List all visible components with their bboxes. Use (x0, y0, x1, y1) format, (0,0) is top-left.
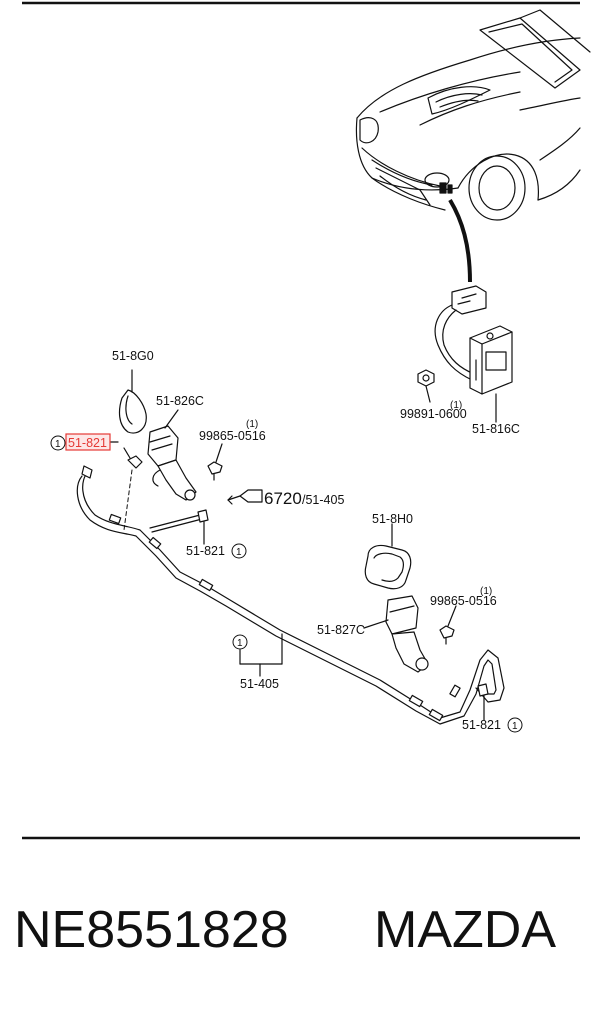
sensor-assembly-right (363, 523, 489, 721)
note-mark: 1 (512, 721, 518, 732)
note-mark: 1 (55, 439, 61, 450)
label-51-8h0: 51-8H0 (372, 512, 413, 526)
wire-harness-51-405 (76, 465, 505, 725)
label-99865-0516-upper: 99865-0516 (199, 429, 266, 443)
note-mark: 1 (237, 638, 243, 649)
label-51-405: 51-405 (240, 677, 279, 691)
note-mark: 1 (236, 547, 242, 558)
label-51-826c: 51-826C (156, 394, 204, 408)
note-circle (232, 634, 248, 650)
label-51-827c: 51-827C (317, 623, 365, 637)
callout-arrow (448, 198, 472, 283)
footer: NE8551828 MAZDA (0, 895, 600, 975)
note-circle (50, 435, 66, 451)
highlight-box (65, 433, 111, 451)
label-51-816c: 51-816C (472, 422, 520, 436)
note-circle (507, 717, 523, 733)
label-6720-ref: /51-405 (302, 493, 344, 507)
note-sup-bolt: (1) (450, 400, 462, 411)
note-sup-upper: (1) (246, 419, 258, 430)
label-51-821-mid: 51-821 (186, 544, 225, 558)
note-circle (231, 543, 247, 559)
brand-name: MAZDA (374, 901, 556, 959)
sensor-module-51-816c (417, 285, 513, 423)
note-sup-lower: (1) (480, 586, 492, 597)
label-51-8g0: 51-8G0 (112, 349, 154, 363)
car-outline-drawing (355, 9, 591, 221)
sensor-assembly-left (109, 369, 263, 531)
label-6720: 6720 (264, 489, 302, 508)
part-number: NE8551828 (14, 901, 289, 959)
label-51-821-lower: 51-821 (462, 718, 501, 732)
label-99865-0516-lower: 99865-0516 (430, 594, 497, 608)
label-51-821-highlight: 51-821 (68, 436, 107, 450)
callout-labels: 51-8G0 51-826C 1 51-821 99865-0516 (1) 6… (50, 349, 523, 733)
label-99891-0600: 99891-0600 (400, 407, 467, 421)
